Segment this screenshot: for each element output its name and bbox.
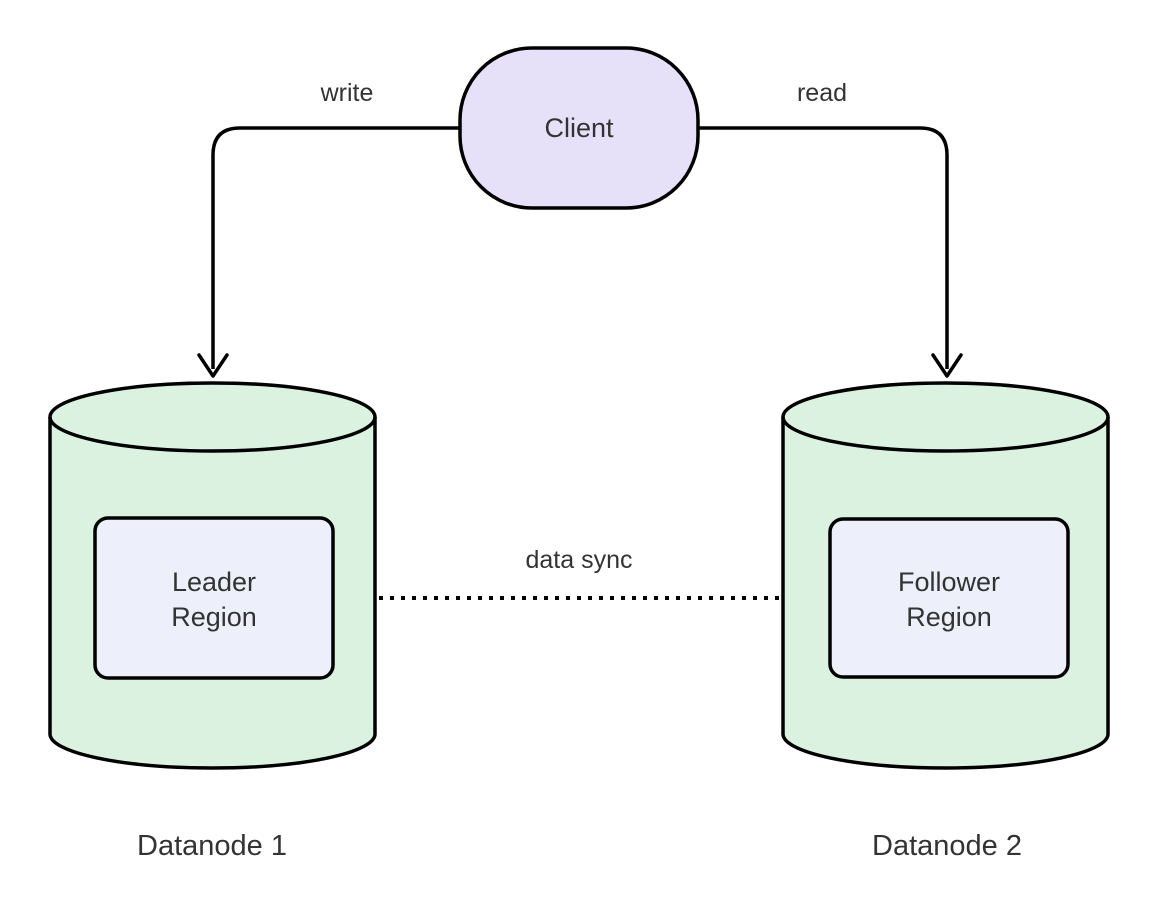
follower-region-box: Follower Region — [828, 517, 1070, 679]
data-sync-edge-label: data sync — [525, 546, 632, 574]
datanode1-caption: Datanode 1 — [137, 830, 287, 862]
leader-region-label-line2: Region — [171, 602, 257, 632]
data-sync-edge: data sync — [346, 546, 823, 614]
leader-region-label-line1: Leader — [172, 567, 256, 597]
client-label: Client — [544, 113, 614, 143]
read-edge-line — [698, 126, 949, 369]
datanode2-caption: Datanode 2 — [872, 830, 1022, 862]
write-edge-arrowhead — [197, 353, 229, 378]
client-node: Client — [458, 46, 700, 210]
client-shape — [458, 46, 700, 210]
read-edge: read — [698, 79, 963, 378]
datanode1-cylinder: Leader Region Datanode 1 — [48, 381, 377, 862]
leader-region-shape — [93, 516, 335, 680]
datanode2-cylinder: Follower Region Datanode 2 — [781, 381, 1110, 862]
write-edge-label: write — [320, 79, 374, 107]
follower-region-shape — [828, 517, 1070, 679]
follower-region-label-line2: Region — [906, 602, 992, 632]
follower-region-label-line1: Follower — [898, 567, 1000, 597]
read-edge-arrowhead — [931, 353, 963, 378]
leader-region-box: Leader Region — [93, 516, 335, 680]
datanode2-cylinder-rim — [781, 416, 1110, 453]
write-edge: write — [197, 79, 460, 378]
datanode1-cylinder-rim — [48, 416, 377, 453]
write-edge-line — [211, 126, 460, 369]
read-edge-label: read — [797, 79, 847, 107]
